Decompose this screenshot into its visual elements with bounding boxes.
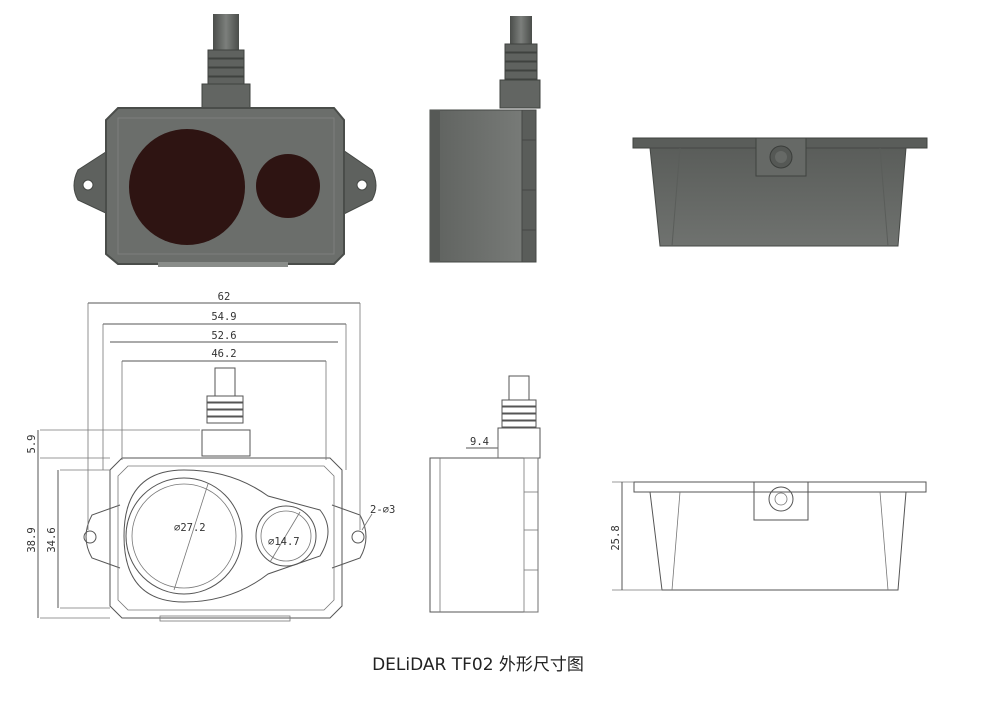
drawing-caption: DELiDAR TF02 外形尺寸图	[372, 655, 584, 675]
dim-body-width-outer: 52.6	[211, 330, 236, 342]
small-lens	[256, 154, 320, 218]
dim-cable-offset: 5.9	[26, 435, 38, 454]
side-view-render	[429, 16, 541, 263]
dim-hole-spacing: 54.9	[211, 311, 236, 323]
dim-side-cable-offset: 9.4	[470, 436, 489, 448]
dim-large-lens: ⌀27.2	[174, 522, 206, 534]
dim-body-height: 34.6	[46, 527, 58, 552]
dim-depth: 25.8	[610, 525, 622, 550]
side-view-drawing: 9.4	[429, 375, 541, 613]
dim-body-width-inner: 46.2	[211, 348, 236, 360]
dim-mount-holes: 2-⌀3	[370, 504, 395, 516]
front-view-drawing: 62 54.9 52.6 46.2 5.9 38.9 34.6 ⌀27.2 ⌀1…	[26, 291, 395, 622]
large-lens	[129, 129, 245, 245]
dim-total-height: 38.9	[26, 527, 38, 552]
dim-overall-width: 62	[218, 291, 231, 303]
top-view-drawing: 25.8	[610, 481, 927, 591]
front-view-render	[73, 14, 377, 267]
dim-small-lens: ⌀14.7	[268, 536, 300, 548]
top-view-render	[632, 137, 928, 247]
